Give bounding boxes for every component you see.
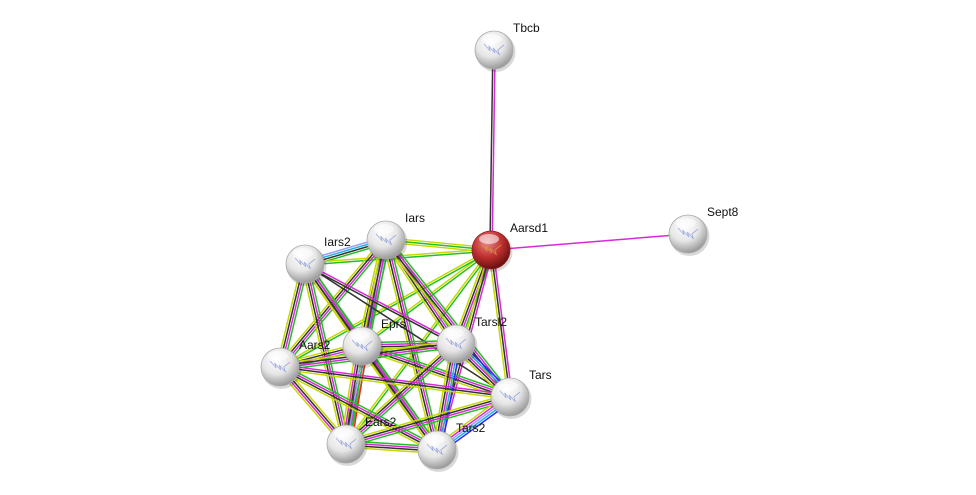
node-highlight xyxy=(350,330,370,340)
evidence-line-experiments xyxy=(346,344,458,446)
node-tbcb[interactable]: Tbcb xyxy=(474,21,540,72)
protein-structure-icon xyxy=(445,337,467,350)
node-eprs[interactable]: Eprs xyxy=(342,317,406,368)
edge-aarsd1-sept8[interactable] xyxy=(490,233,689,251)
evidence-line-coexpression xyxy=(304,264,456,346)
evidence-line-coexpression xyxy=(384,240,437,451)
node-label: Tarsl2 xyxy=(475,315,507,329)
node-label: Iars2 xyxy=(324,235,351,249)
evidence-line-neighborhood xyxy=(388,237,514,396)
node-highlight xyxy=(425,434,445,444)
node-highlight xyxy=(374,224,394,234)
protein-structure-icon xyxy=(269,360,291,373)
protein-structure-icon xyxy=(351,339,373,352)
edge-tarsl2-ears2[interactable] xyxy=(343,341,459,447)
evidence-line-neighborhood xyxy=(346,399,512,448)
evidence-line-textmining xyxy=(382,241,508,400)
evidence-line-experiments xyxy=(362,344,439,450)
edges-layer xyxy=(276,49,689,455)
protein-structure-icon xyxy=(294,257,316,270)
node-highlight xyxy=(479,234,499,244)
node-highlight xyxy=(498,381,518,391)
edge-aarsd1-tars[interactable] xyxy=(488,249,513,398)
evidence-line-coexpression xyxy=(345,395,510,444)
protein-structure-icon xyxy=(480,243,502,256)
evidence-line-experiments xyxy=(492,249,513,397)
protein-structure-icon xyxy=(426,443,448,456)
node-sept8[interactable]: Sept8 xyxy=(668,205,739,256)
node-label: Tbcb xyxy=(513,21,540,35)
node-iars2[interactable]: Iars2 xyxy=(285,235,351,286)
evidence-line-neighborhood xyxy=(281,363,439,448)
node-aarsd1[interactable]: Aarsd1 xyxy=(471,221,548,272)
node-highlight xyxy=(268,351,288,361)
evidence-line-experiments xyxy=(346,397,511,446)
evidence-line-experiments xyxy=(386,239,439,450)
evidence-line-textmining xyxy=(488,250,509,398)
node-label: Tars2 xyxy=(456,421,486,435)
edge-iars2-tarsl2[interactable] xyxy=(304,262,457,346)
node-label: Aars2 xyxy=(299,338,331,352)
evidence-line-experiments xyxy=(280,364,511,396)
edge-tars-ears2[interactable] xyxy=(344,393,512,448)
node-tars2[interactable]: Tars2 xyxy=(417,421,486,472)
node-highlight xyxy=(293,248,313,258)
node-tarsl2[interactable]: Tarsl2 xyxy=(436,315,507,366)
node-label: Sept8 xyxy=(707,205,739,219)
evidence-line-textmining xyxy=(278,369,436,454)
protein-structure-icon xyxy=(335,437,357,450)
edge-aars2-tars[interactable] xyxy=(279,364,511,400)
protein-structure-icon xyxy=(499,390,521,403)
evidence-line-coexpression xyxy=(279,367,437,452)
evidence-line-textmining xyxy=(343,341,455,443)
evidence-line-textmining xyxy=(344,393,510,442)
edge-tbcb-aarsd1[interactable] xyxy=(489,49,496,251)
evidence-line-coexpression xyxy=(489,49,494,250)
node-label: Ears2 xyxy=(365,415,397,429)
protein-structure-icon xyxy=(483,43,505,56)
protein-structure-icon xyxy=(375,233,397,246)
evidence-line-neighborhood xyxy=(280,250,492,369)
edge-iars2-tars[interactable] xyxy=(304,263,511,398)
evidence-line-textmining xyxy=(382,241,454,347)
evidence-line-coexpression xyxy=(344,342,456,444)
node-highlight xyxy=(444,328,464,338)
evidence-line-experiments xyxy=(386,238,512,397)
evidence-line-coexpression xyxy=(279,366,511,398)
evidence-line-coexpression xyxy=(304,263,511,398)
node-iars[interactable]: Iars xyxy=(366,211,425,262)
node-highlight xyxy=(482,34,502,44)
evidence-line-experiments xyxy=(305,262,457,344)
evidence-line-experiments xyxy=(490,233,689,251)
node-label: Tars xyxy=(529,368,552,382)
node-label: Iars xyxy=(405,211,425,225)
node-label: Aarsd1 xyxy=(510,221,548,235)
evidence-line-experiments xyxy=(491,50,496,251)
evidence-line-experiments xyxy=(280,365,438,450)
evidence-line-coexpression xyxy=(490,249,511,398)
node-tars[interactable]: Tars xyxy=(490,368,552,419)
evidence-line-neighborhood xyxy=(347,345,459,447)
evidence-line-coexpression xyxy=(361,346,510,399)
evidence-line-neighborhood xyxy=(364,343,441,449)
edge-iars-tars[interactable] xyxy=(382,237,514,400)
evidence-line-coexpression xyxy=(384,240,510,399)
protein-structure-icon xyxy=(677,227,699,240)
node-highlight xyxy=(334,428,354,438)
node-label: Eprs xyxy=(381,317,406,331)
node-highlight xyxy=(676,218,696,228)
evidence-line-coexpression xyxy=(278,238,386,367)
node-ears2[interactable]: Ears2 xyxy=(326,415,397,466)
edge-aars2-tars2[interactable] xyxy=(278,363,439,454)
node-aars2[interactable]: Aars2 xyxy=(260,338,331,389)
evidence-line-textmining xyxy=(279,368,510,400)
